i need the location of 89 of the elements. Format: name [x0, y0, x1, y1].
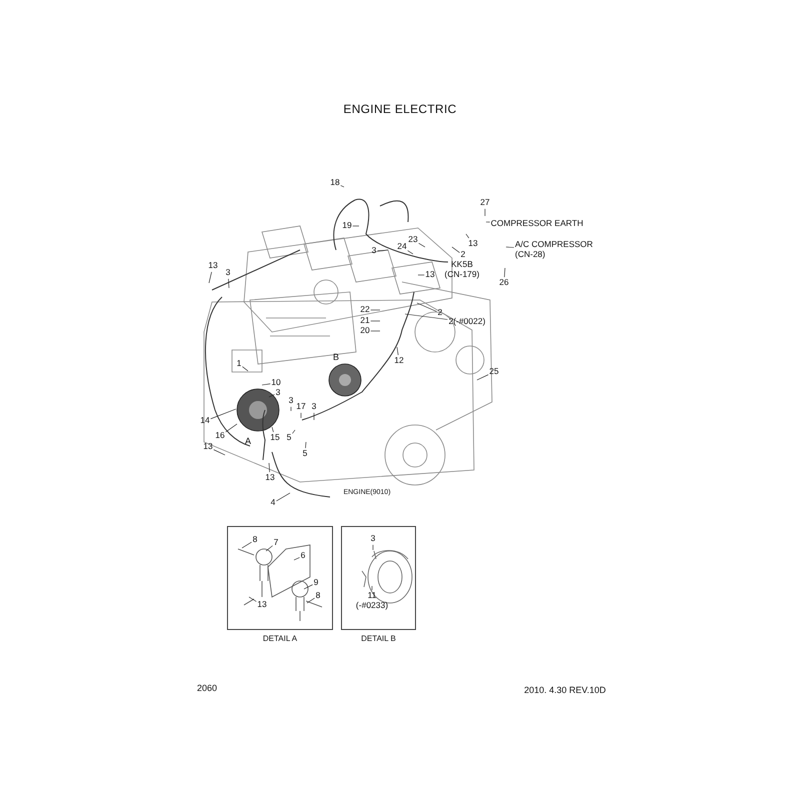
- callout-number: 7: [274, 538, 278, 548]
- detail-caption: DETAIL A: [262, 634, 298, 643]
- leader-line: [418, 274, 425, 276]
- leader-line: [208, 272, 212, 284]
- callout-number: 6: [300, 551, 306, 561]
- leader-line: [294, 557, 300, 560]
- page-footer-text: 2060: [196, 682, 218, 694]
- leader-line: [290, 406, 292, 412]
- callout-number: 10: [271, 378, 281, 388]
- callout-number: 2(-#0022): [448, 317, 486, 327]
- leader-line: [416, 302, 437, 312]
- callout-number: 13: [265, 473, 275, 483]
- callout-number: 15: [270, 433, 280, 443]
- callout-number: 3: [276, 388, 280, 398]
- detail-marker: B: [333, 352, 339, 362]
- callout-number: 13: [208, 261, 218, 271]
- callout-number: 2: [460, 250, 466, 260]
- callout-number: 12: [394, 356, 404, 366]
- callout-number: 26: [499, 278, 509, 288]
- leader-line: [213, 449, 226, 456]
- leader-line: [304, 584, 313, 590]
- callout-number: 3: [370, 534, 376, 544]
- callout-number: 2: [438, 308, 442, 318]
- leader-line: [272, 426, 274, 432]
- page-title: ENGINE ELECTRIC: [342, 102, 458, 116]
- leader-line: [476, 374, 489, 380]
- callout-number: 13: [468, 239, 478, 249]
- leader-line: [452, 246, 460, 253]
- callout-number: 13: [425, 270, 435, 280]
- callout-number: 3: [312, 402, 316, 412]
- leader-line: [268, 394, 275, 398]
- leader-line: [228, 278, 230, 288]
- leader-line: [407, 250, 414, 254]
- callout-number: 3: [288, 396, 294, 406]
- leader-line: [242, 366, 248, 372]
- callout-number: 13: [257, 600, 267, 610]
- callout-number: 27: [480, 198, 490, 208]
- leader-line: [248, 596, 257, 602]
- callout-number: 17: [296, 402, 306, 412]
- callout-number: 19: [342, 221, 352, 231]
- callout-number: 25: [489, 367, 499, 377]
- callout-number: 8: [316, 591, 320, 601]
- callout-number: 5: [302, 449, 308, 459]
- callout-number: 8: [252, 535, 258, 545]
- leader-line: [377, 250, 388, 252]
- part-label: KK5B (CN-179): [444, 260, 480, 280]
- callout-number: 4: [270, 498, 276, 508]
- leader-line: [484, 208, 486, 216]
- callout-number: 11 (-#0233): [356, 591, 388, 611]
- callout-number: 5: [286, 433, 292, 443]
- callout-number: 18: [330, 178, 340, 188]
- callout-number: 9: [314, 578, 318, 588]
- leader-line: [268, 462, 270, 472]
- leader-line: [506, 246, 514, 248]
- callout-number: 1: [236, 359, 242, 369]
- leader-line: [266, 545, 273, 552]
- callout-number: 24: [397, 242, 407, 252]
- leader-line: [306, 598, 315, 604]
- leader-line: [210, 408, 236, 420]
- leader-line: [300, 412, 302, 418]
- callout-number: 20: [360, 326, 370, 336]
- leader-line: [340, 185, 344, 188]
- leader-line: [370, 320, 380, 322]
- leader-line: [396, 346, 398, 356]
- leader-line: [370, 330, 380, 332]
- leader-line: [242, 542, 252, 548]
- leader-line: [305, 442, 306, 448]
- leader-line: [418, 243, 426, 248]
- callout-number: 13: [203, 442, 213, 452]
- callout-number: 14: [200, 416, 210, 426]
- leader-line: [225, 424, 238, 432]
- callout-number: 16: [215, 431, 225, 441]
- detail-marker: A: [245, 436, 251, 446]
- page-footer-text: 2010. 4.30 REV.10D: [524, 684, 606, 696]
- part-label: COMPRESSOR EARTH: [490, 219, 584, 229]
- part-label: A/C COMPRESSOR (CN-28): [515, 240, 597, 260]
- leader-line: [372, 544, 374, 550]
- detail-caption: DETAIL B: [361, 634, 396, 643]
- leader-line: [262, 384, 271, 386]
- leader-line: [504, 268, 506, 278]
- leader-line: [276, 492, 290, 502]
- callout-number: 3: [372, 246, 376, 256]
- leader-line: [466, 234, 470, 238]
- leader-line: [404, 314, 448, 320]
- leader-line: [292, 430, 296, 434]
- callout-number: 22: [360, 305, 370, 315]
- callout-number: 21: [360, 316, 370, 326]
- callout-number: 23: [408, 235, 418, 245]
- callout-number: 3: [226, 268, 230, 278]
